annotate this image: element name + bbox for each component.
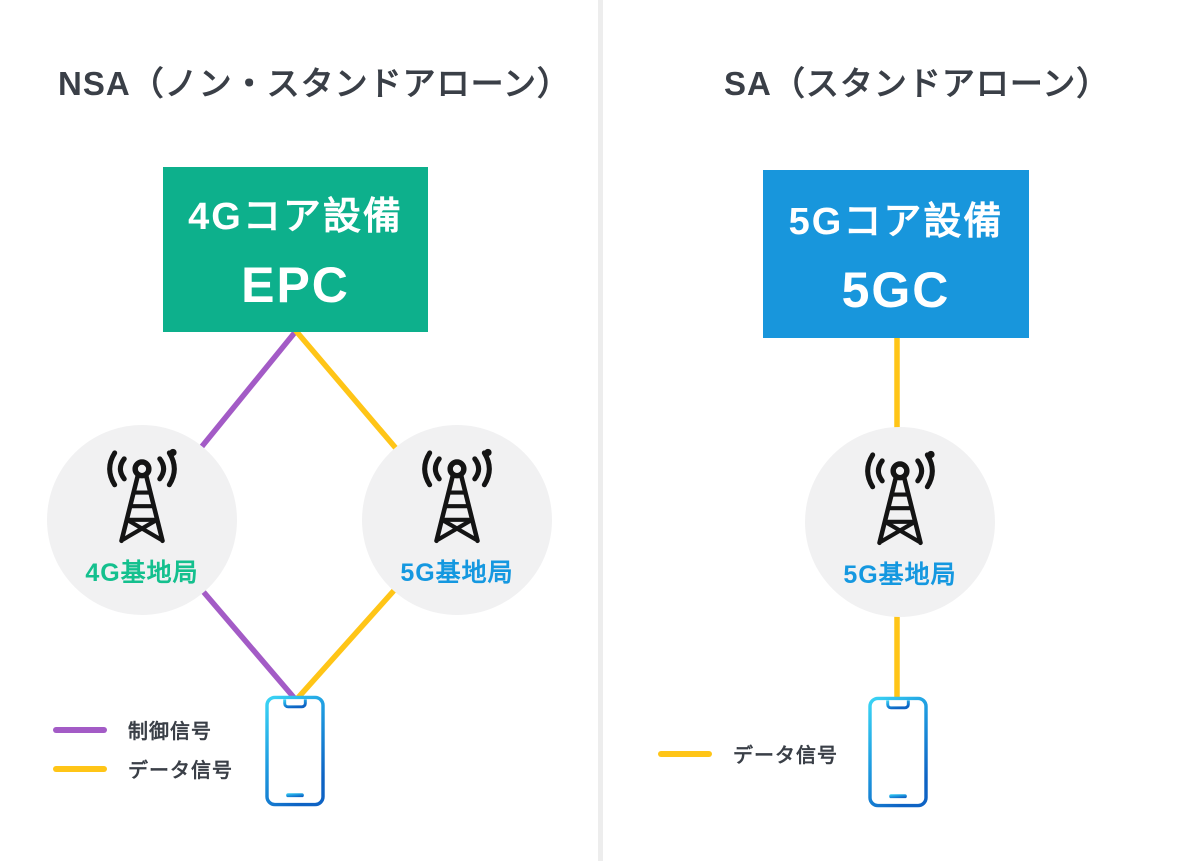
data-signal-swatch (658, 750, 712, 757)
antenna-tower-icon (107, 448, 177, 544)
left-legend: 制御信号 データ信号 (53, 716, 233, 794)
phone-home-bar (889, 794, 907, 799)
legend-item-control-signal: 制御信号 (53, 716, 233, 743)
station-label: 5G基地局 (400, 559, 514, 587)
panel-divider (598, 0, 603, 861)
epc-core-box: 4Gコア設備 EPC (163, 167, 428, 332)
base-station-5g-nsa: 5G基地局 (362, 425, 552, 615)
legend-label: 制御信号 (128, 721, 212, 743)
signal-dot (169, 448, 177, 457)
phone-home-bar (286, 793, 304, 798)
signal-dot (927, 450, 935, 459)
right-panel-title: SA（スタンドアローン） (724, 65, 1111, 102)
smartphone-icon (265, 695, 325, 807)
core-box-label: 5Gコア設備 (788, 200, 1004, 243)
left-panel-title: NSA（ノン・スタンドアローン） (58, 65, 572, 102)
core-box-name: 5GC (841, 261, 951, 318)
phone-notch (283, 699, 307, 709)
antenna-tower-icon (865, 450, 935, 546)
right-legend: データ信号 (658, 740, 838, 779)
base-station-4g: 4G基地局 (47, 425, 237, 615)
phone-notch (886, 700, 910, 710)
data-signal-swatch (53, 765, 107, 772)
core-box-label: 4Gコア設備 (188, 196, 403, 238)
core-box-name: EPC (241, 257, 350, 313)
station-label: 4G基地局 (85, 559, 199, 587)
station-label: 5G基地局 (843, 561, 957, 589)
legend-item-data-signal: データ信号 (53, 755, 233, 782)
legend-item-data-signal: データ信号 (658, 740, 838, 767)
signal-dot (484, 448, 492, 457)
smartphone-icon (868, 696, 928, 808)
5gc-core-box: 5Gコア設備 5GC (763, 170, 1029, 338)
control-signal-swatch (53, 726, 107, 733)
legend-label: データ信号 (128, 760, 233, 782)
antenna-tower-icon (422, 448, 492, 544)
base-station-5g-sa: 5G基地局 (805, 427, 995, 617)
legend-label: データ信号 (733, 745, 838, 767)
